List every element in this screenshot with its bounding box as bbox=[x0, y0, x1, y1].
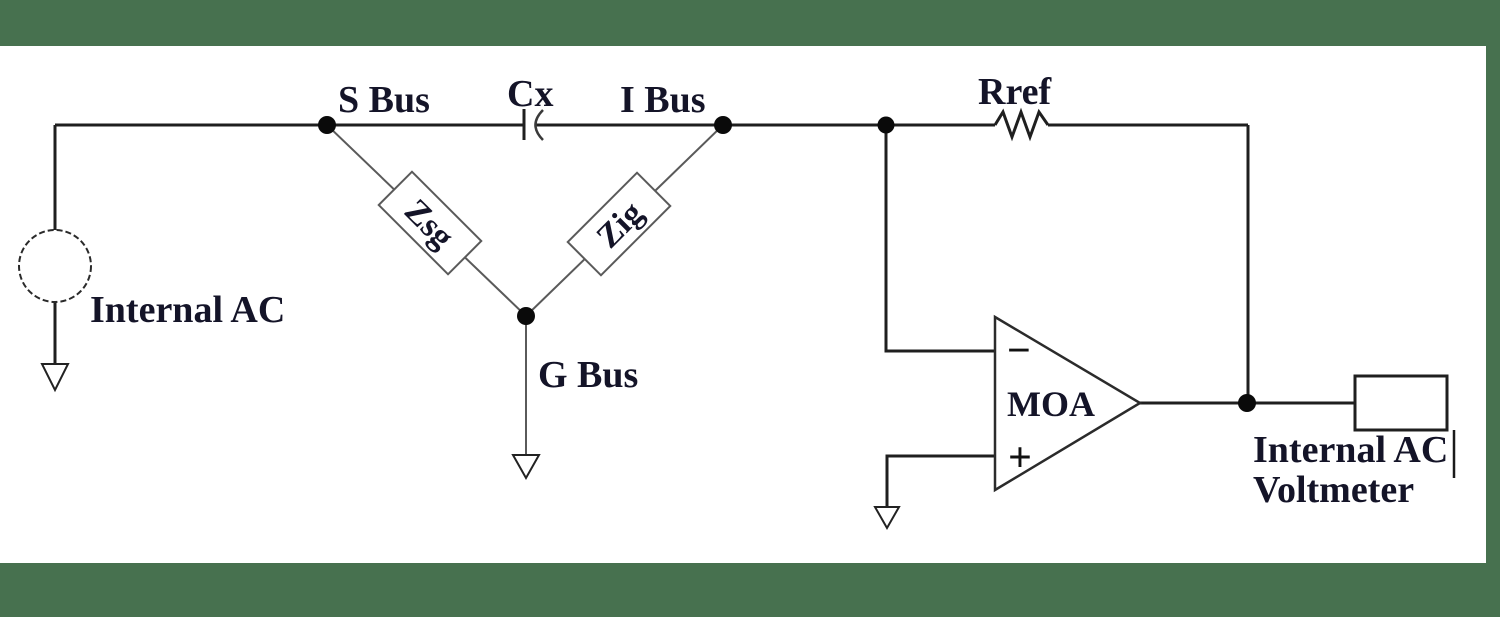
opamp-triangle-icon bbox=[993, 314, 1143, 493]
internal-ac-source: Internal AC bbox=[18, 229, 285, 393]
voltmeter-label-line1: Internal AC bbox=[1253, 429, 1448, 471]
frame-bar-top bbox=[0, 0, 1500, 46]
frame-bar-bottom bbox=[0, 563, 1500, 617]
i-bus-label: I Bus bbox=[620, 79, 706, 121]
capacitor-plate-curved bbox=[534, 109, 544, 141]
internal-ac-voltmeter: Internal AC Voltmeter bbox=[1253, 374, 1456, 511]
capacitor-cx-label: Cx bbox=[507, 73, 553, 115]
g-bus-label: G Bus bbox=[538, 354, 638, 396]
resistor-zigzag-icon bbox=[993, 107, 1050, 142]
ground-icon bbox=[873, 506, 901, 531]
frame-bar-right bbox=[1486, 0, 1500, 617]
rref-junction-dot bbox=[877, 116, 895, 134]
wire-inverting-input bbox=[884, 125, 995, 353]
opamp-noninverting-sign: + bbox=[1008, 435, 1032, 481]
rref-label: Rref bbox=[978, 71, 1052, 113]
zsg-box bbox=[377, 170, 483, 276]
zig-box bbox=[566, 171, 672, 277]
s-bus-label: S Bus bbox=[338, 79, 430, 121]
capacitor-cx: Cx bbox=[507, 73, 553, 141]
ground-icon bbox=[40, 363, 70, 393]
opamp-inverting-sign: − bbox=[1007, 328, 1031, 374]
ac-source-circle-icon bbox=[18, 229, 92, 303]
voltmeter-label-line2: Voltmeter bbox=[1253, 469, 1414, 511]
voltmeter-box bbox=[1353, 374, 1449, 432]
resistor-rref: Rref bbox=[978, 71, 1052, 142]
wire-noninverting-input bbox=[885, 454, 995, 507]
internal-ac-source-label: Internal AC bbox=[90, 289, 285, 331]
i-bus-junction-dot bbox=[714, 116, 732, 134]
output-junction-dot bbox=[1238, 394, 1256, 412]
opamp-moa: − MOA + bbox=[993, 314, 1143, 493]
opamp-moa-label: MOA bbox=[1007, 384, 1095, 424]
ground-icon bbox=[511, 454, 541, 481]
s-bus-junction-dot bbox=[318, 116, 336, 134]
g-bus-junction-dot bbox=[517, 307, 535, 325]
bus-nodes: S Bus I Bus G Bus bbox=[318, 79, 1256, 412]
